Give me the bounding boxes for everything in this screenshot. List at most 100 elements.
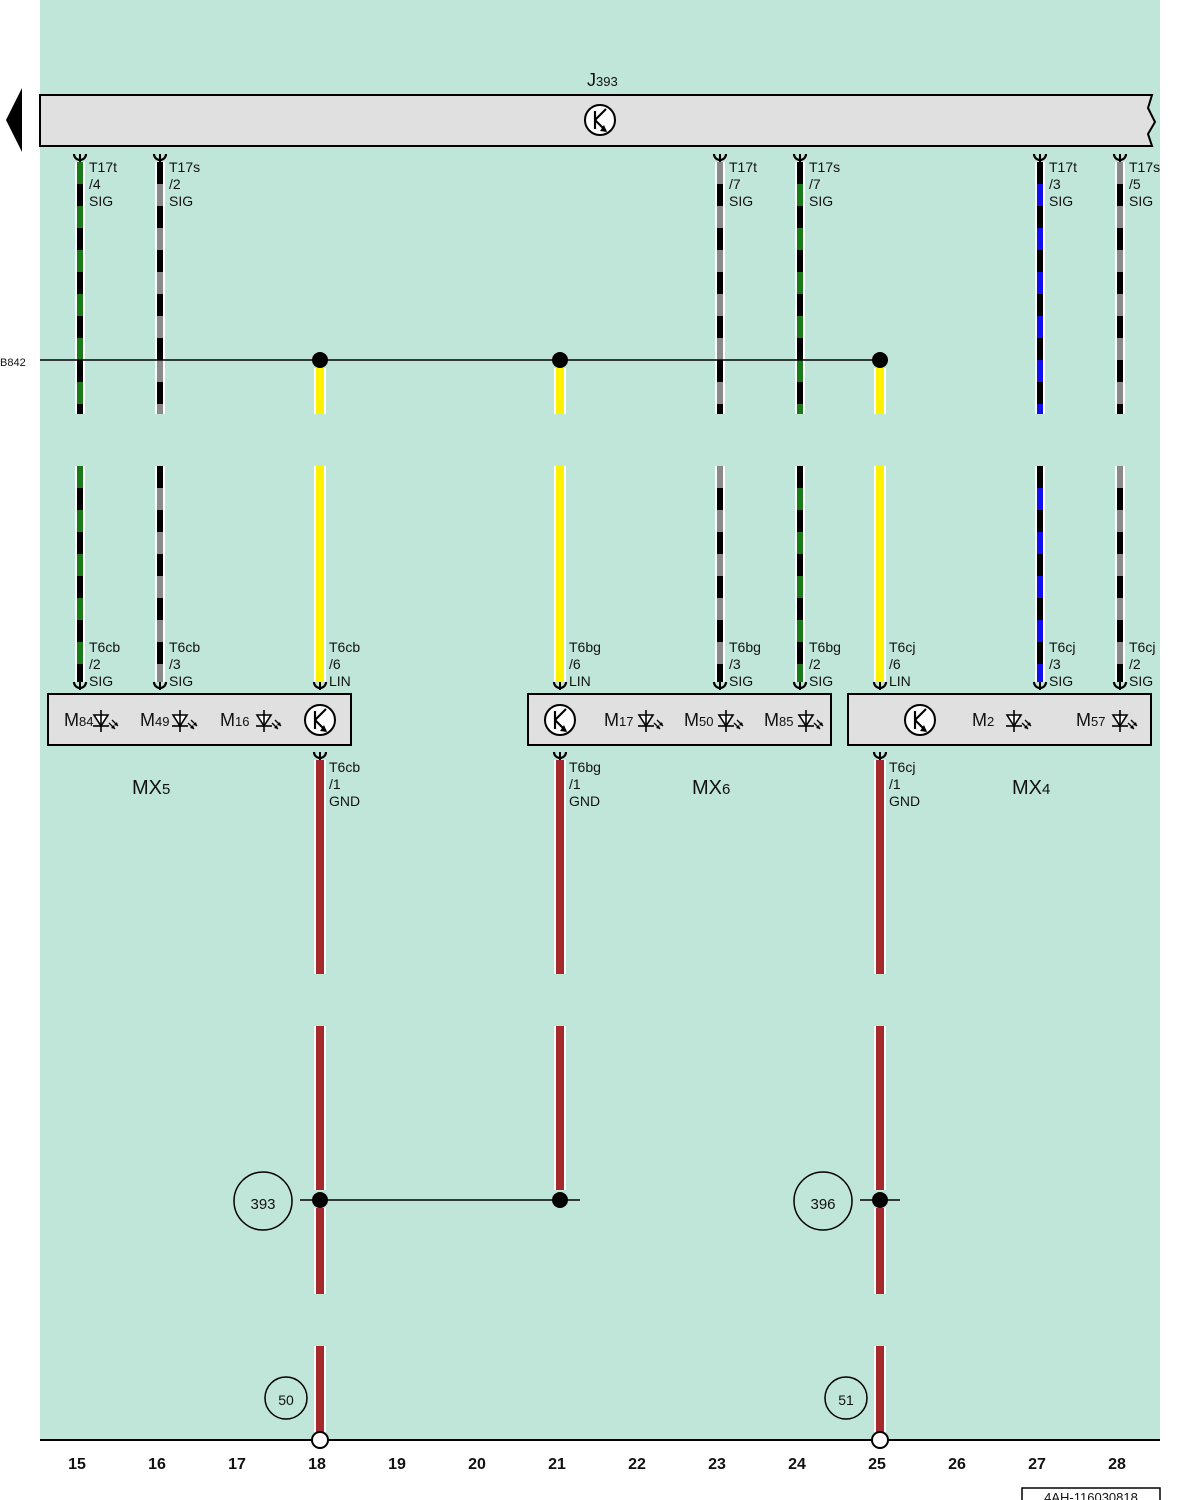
wire-core [556, 368, 564, 414]
wire-stripe [797, 338, 803, 360]
wire-stripe [797, 162, 803, 184]
wire-stripe [77, 338, 83, 360]
wire-stripe [1117, 642, 1123, 664]
signal-wire [1035, 162, 1045, 414]
wire-stripe [77, 294, 83, 316]
svg-text:/3: /3 [1049, 656, 1061, 672]
svg-text:/2: /2 [1129, 656, 1141, 672]
wire-core [876, 1026, 884, 1190]
svg-text:50: 50 [278, 1392, 294, 1408]
svg-text:T6cj: T6cj [889, 759, 915, 775]
ground-wire [874, 760, 886, 974]
wire-stripe [77, 250, 83, 272]
wire-stripe [717, 250, 723, 272]
svg-text:T6cb: T6cb [169, 639, 200, 655]
wire-stripe [1117, 272, 1123, 294]
wire-stripe [717, 272, 723, 294]
svg-text:T6bg: T6bg [729, 639, 761, 655]
wire-stripe [77, 184, 83, 206]
ground-wire [874, 1026, 886, 1190]
column-number: 23 [708, 1456, 726, 1473]
wire-stripe [1117, 338, 1123, 360]
module-name: MX4 [1012, 777, 1050, 799]
wire-core [316, 1208, 324, 1294]
lin-wire [874, 466, 886, 682]
wire-stripe [797, 382, 803, 404]
wire-stripe [77, 360, 83, 382]
svg-text:T17t: T17t [729, 159, 757, 175]
bus-line: B842 [0, 352, 888, 369]
wire-stripe [797, 664, 803, 682]
svg-text:SIG: SIG [169, 673, 193, 689]
svg-text:SIG: SIG [729, 673, 753, 689]
document-id: 4AH-116030818 [1021, 1487, 1161, 1500]
wire-stripe [77, 554, 83, 576]
column-number: 27 [1028, 1456, 1046, 1473]
wire-core [876, 466, 884, 682]
svg-text:T6cj: T6cj [1049, 639, 1075, 655]
ecu-name: J393 [587, 70, 618, 90]
wire-stripe [1037, 382, 1043, 404]
wire-core [316, 760, 324, 974]
wire-stripe [717, 316, 723, 338]
svg-text:SIG: SIG [169, 193, 193, 209]
wire-stripe [797, 206, 803, 228]
wire-stripe [1037, 488, 1043, 510]
wire-stripe [1037, 184, 1043, 206]
module-box [847, 693, 1152, 746]
signal-wire [75, 162, 85, 414]
svg-text:T6cb: T6cb [329, 759, 360, 775]
svg-text:/3: /3 [729, 656, 741, 672]
lin-wire [554, 368, 566, 414]
column-number: 18 [308, 1456, 326, 1473]
svg-text:T6cj: T6cj [889, 639, 915, 655]
signal-wire [1115, 162, 1125, 414]
transistor-icon [303, 703, 337, 737]
wire-stripe [717, 184, 723, 206]
ground-wire [554, 760, 566, 974]
wire-stripe [157, 532, 163, 554]
wire-stripe [1117, 184, 1123, 206]
wire-stripe [797, 404, 803, 414]
wire-stripe [1117, 316, 1123, 338]
signal-wire [1035, 466, 1045, 682]
wire-stripe [1037, 360, 1043, 382]
svg-text:/1: /1 [569, 776, 581, 792]
wire-core [316, 368, 324, 414]
wire-stripe [717, 466, 723, 488]
ground-wire [314, 1346, 326, 1432]
wire-stripe [1037, 272, 1043, 294]
wire-group [72, 152, 1128, 1432]
lin-wire [314, 368, 326, 414]
motor-label: M17 [604, 710, 633, 730]
wire-stripe [1117, 360, 1123, 382]
column-number: 22 [628, 1456, 646, 1473]
svg-text:GND: GND [889, 793, 920, 809]
wire-stripe [77, 488, 83, 510]
wire-stripe [1037, 466, 1043, 488]
wire-stripe [1117, 466, 1123, 488]
wire-stripe [1037, 620, 1043, 642]
column-number: 20 [468, 1456, 486, 1473]
wire-stripe [797, 184, 803, 206]
wire-stripe [77, 466, 83, 488]
svg-text:/5: /5 [1129, 176, 1141, 192]
wire-stripe [157, 598, 163, 620]
column-number: 19 [388, 1456, 406, 1473]
wire-stripe [77, 272, 83, 294]
wire-stripe [157, 488, 163, 510]
svg-text:T6bg: T6bg [809, 639, 841, 655]
motor-label: M2 [972, 710, 994, 730]
wire-stripe [797, 532, 803, 554]
ground-terminal [311, 1431, 329, 1449]
svg-text:T6bg: T6bg [569, 759, 601, 775]
svg-text:T17s: T17s [1129, 159, 1160, 175]
